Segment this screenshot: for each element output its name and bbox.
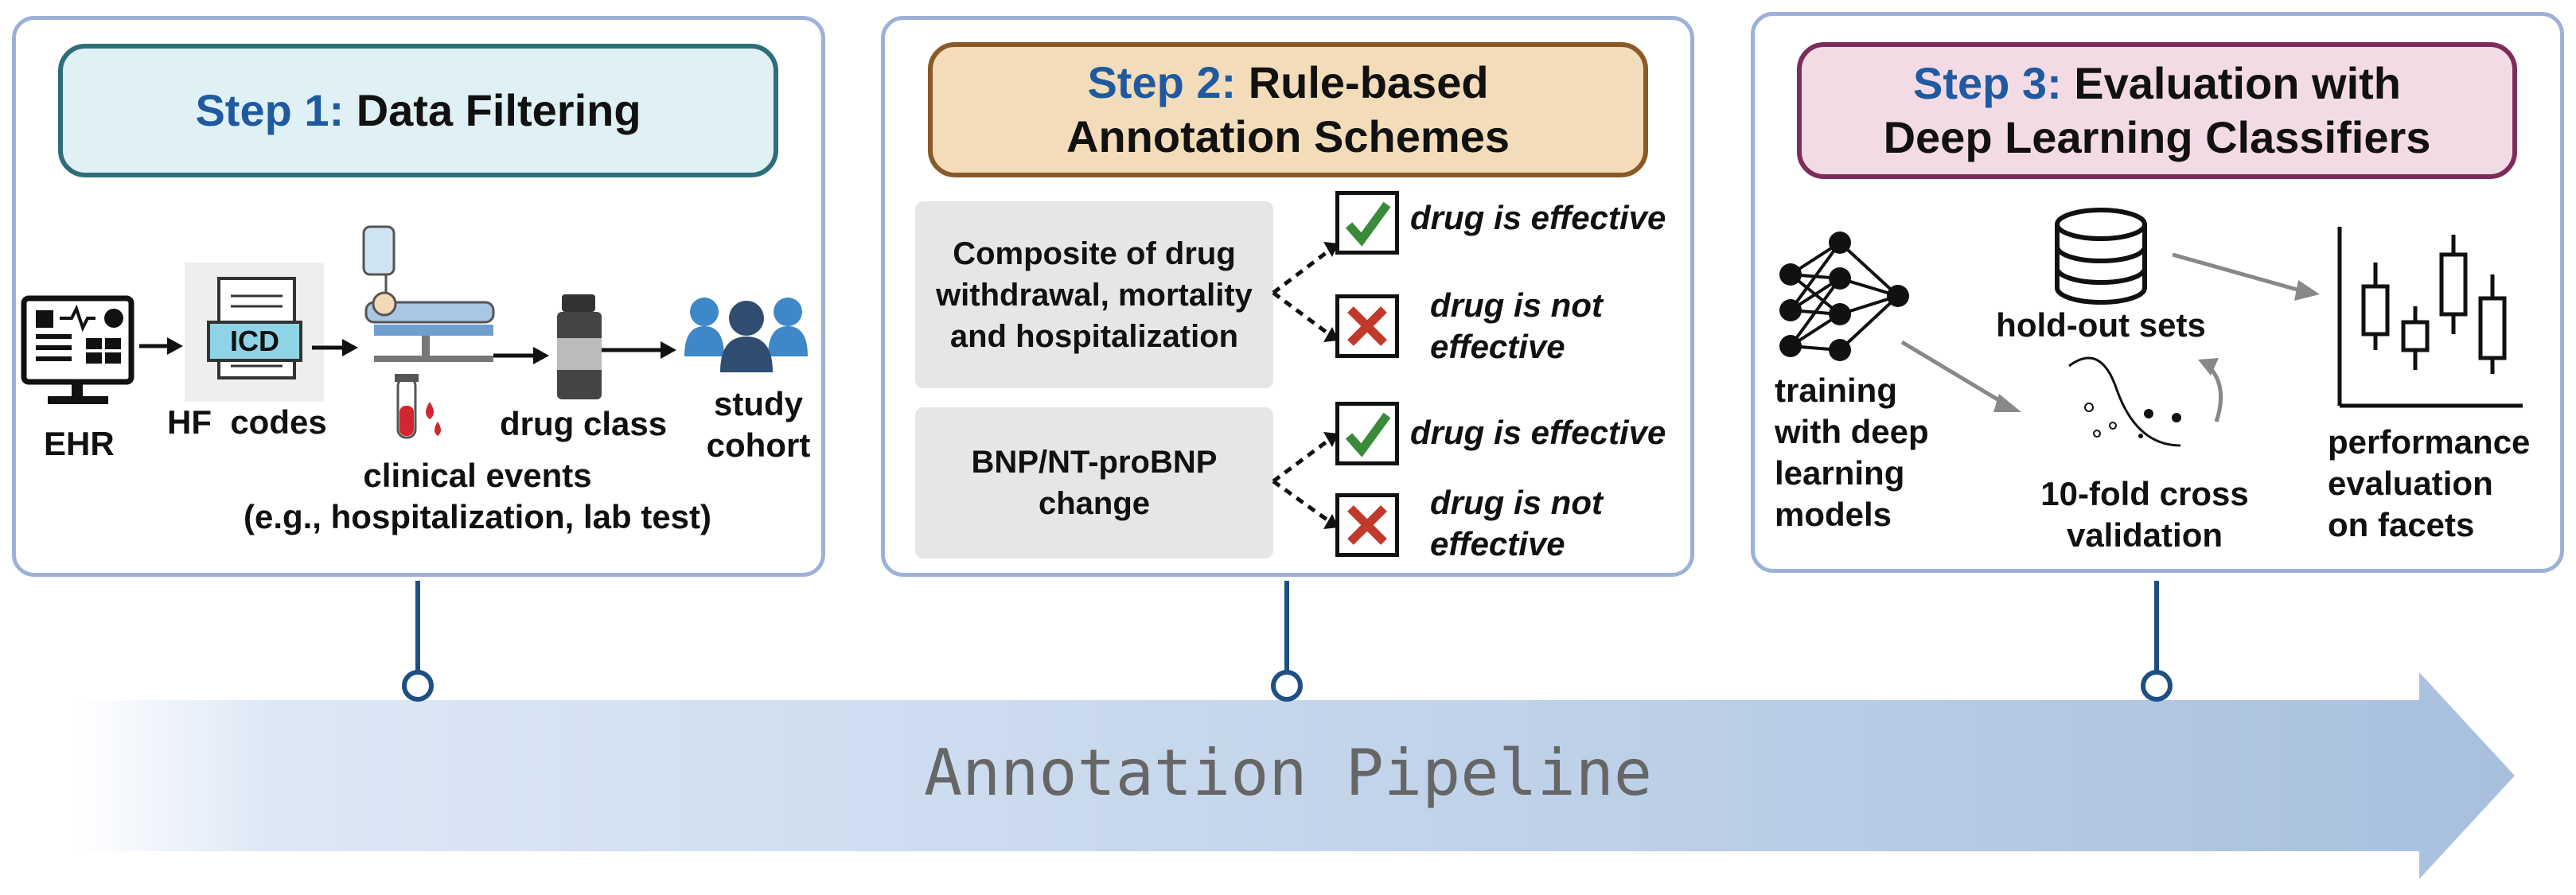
step3-node [2141, 670, 2173, 702]
pipeline-label: Annotation Pipeline [923, 736, 1653, 810]
step3-connector [2154, 581, 2159, 672]
step2-label: Step 2: [1087, 57, 1237, 107]
drug-effective-label: drug is effective [1410, 199, 1666, 236]
holdout-label: hold-out sets [1996, 306, 2206, 344]
drug-class-label: drug class [500, 405, 668, 442]
database-icon [2055, 208, 2147, 305]
ehr-monitor-icon [21, 295, 134, 404]
hf-codes-label: HF codes [167, 403, 327, 441]
cross-icon [1335, 493, 1399, 557]
step2-title-line1: Rule-based [1248, 57, 1489, 107]
performance-label: performance evaluation on facets [2328, 423, 2531, 543]
drug-not-effective-label: drug is not effective [1430, 484, 1603, 562]
icd-label: ICD [230, 325, 279, 357]
check-icon [1335, 191, 1399, 255]
scatter-curve-icon [2068, 356, 2181, 447]
clinical-events-label: clinical events (e.g., hospitalization, … [243, 457, 712, 535]
step1-title: Data Filtering [356, 85, 641, 135]
step1-node [402, 670, 434, 702]
step1-label: Step 1: [195, 85, 345, 135]
study-cohort-label: study cohort [706, 385, 811, 464]
check-icon [1335, 402, 1399, 465]
blood-tube-icon [395, 374, 441, 439]
step2-connector [1284, 581, 1289, 672]
people-group-icon [684, 298, 808, 372]
scheme-composite-box: Composite of drug withdrawal, mortality … [915, 201, 1273, 388]
drug-effective-label: drug is effective [1410, 414, 1666, 451]
neural-network-icon [1779, 232, 1909, 361]
icd-document-icon [185, 263, 324, 402]
step1-icons [21, 225, 808, 439]
step3-title-box: Step 3: Evaluation with Deep Learning Cl… [1797, 42, 2517, 179]
scheme-bnp-box: BNP/NT-proBNP change [915, 407, 1273, 558]
training-label: training with deep learning models [1775, 372, 1929, 533]
hospital-bed-icon [362, 225, 495, 362]
step3-title-line1: Evaluation with [2074, 58, 2401, 108]
drug-not-effective-label: drug is not effective [1430, 286, 1603, 365]
box-plot-icon [2337, 227, 2523, 408]
step2-title-box: Step 2: Rule-based Annotation Schemes [928, 42, 1648, 177]
step3-title-line2: Deep Learning Classifiers [1883, 112, 2431, 162]
step3-label: Step 3: [1913, 58, 2062, 108]
step1-title-box: Step 1: Data Filtering [58, 44, 778, 177]
step1-connector [415, 581, 420, 672]
step2-node [1271, 670, 1303, 702]
drug-bottle-icon [557, 294, 602, 399]
ehr-label: EHR [44, 425, 115, 462]
step2-title-line2: Annotation Schemes [1066, 111, 1510, 161]
cross-icon [1335, 294, 1399, 358]
cross-validation-label: 10-fold cross validation [2040, 475, 2249, 554]
